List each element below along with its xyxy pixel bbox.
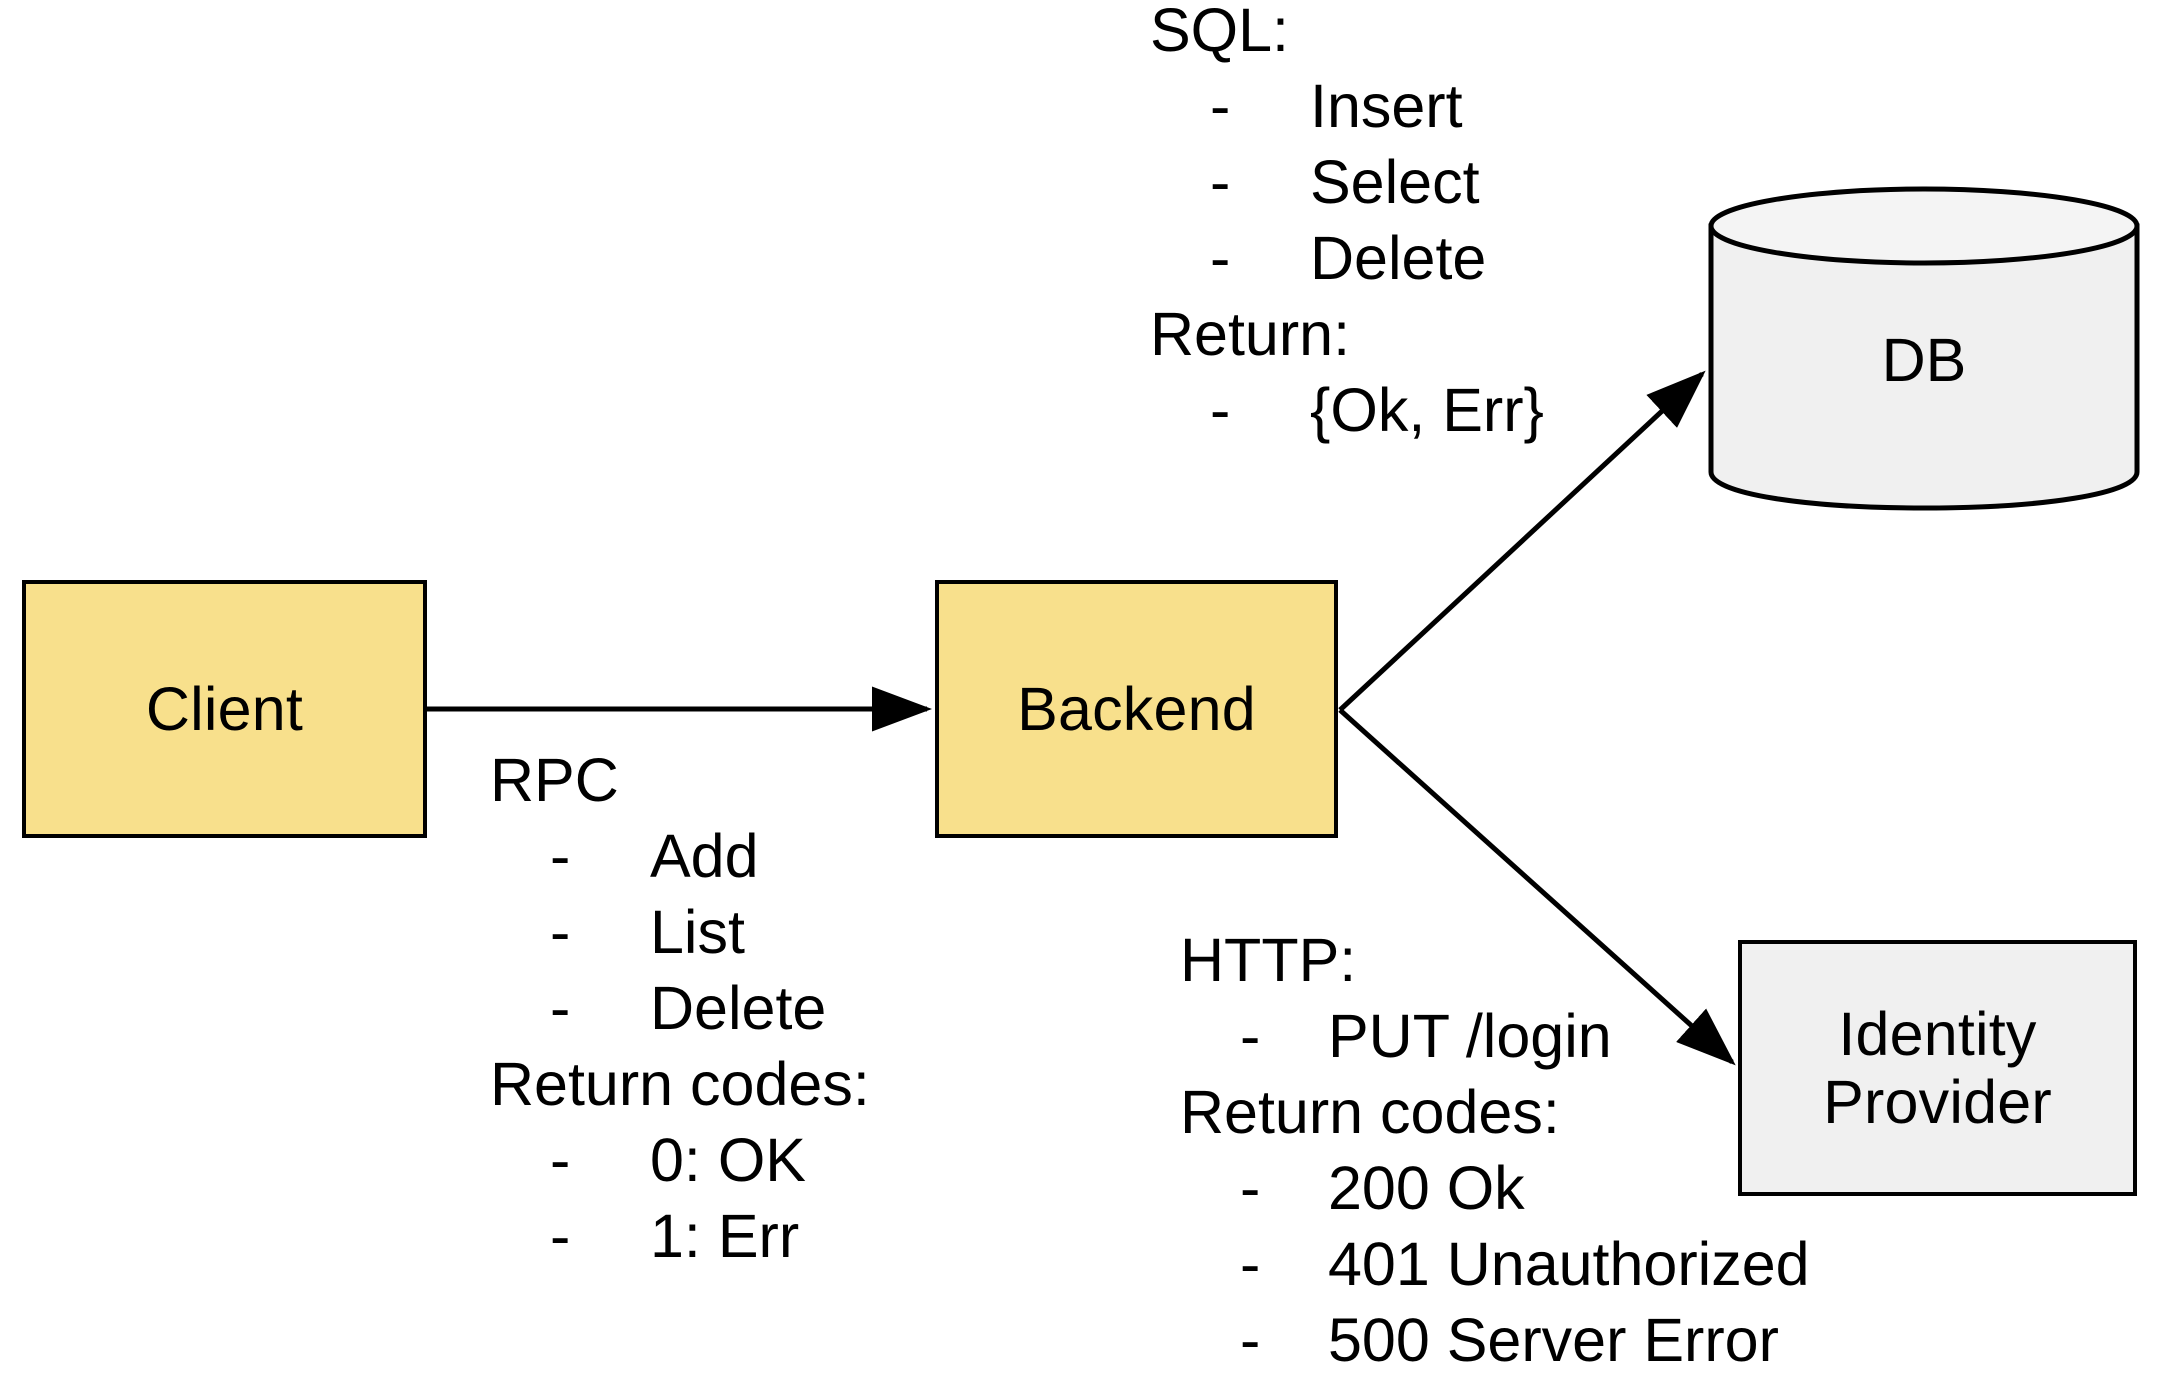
sql-item-delete-text: Delete: [1310, 224, 1487, 292]
rpc-item-add-text: Add: [650, 822, 759, 890]
node-db-label: DB: [1881, 326, 1967, 394]
annotation-http: HTTP: -PUT /login Return codes: -200 Ok …: [1180, 922, 1810, 1378]
bullet-dash-icon: -: [1240, 1230, 1261, 1298]
http-subheader: Return codes:: [1180, 1078, 1560, 1146]
sql-item-select: - Select: [1150, 144, 1544, 220]
node-db[interactable]: DB: [1708, 186, 2140, 512]
rpc-header: RPC: [490, 746, 619, 814]
bullet-dash-icon: -: [1210, 148, 1231, 216]
rpc-item-delete: - Delete: [490, 970, 870, 1046]
node-identity-provider-label: Identity Provider: [1823, 1000, 2052, 1137]
node-identity-provider[interactable]: Identity Provider: [1738, 940, 2137, 1196]
http-return-code-200: -200 Ok: [1180, 1150, 1810, 1226]
node-backend[interactable]: Backend: [935, 580, 1338, 838]
http-return-code-200-text: 200 Ok: [1328, 1154, 1525, 1222]
sql-header: SQL:: [1150, 0, 1290, 64]
bullet-dash-icon: -: [1240, 1306, 1261, 1374]
http-return-code-401: -401 Unauthorized: [1180, 1226, 1810, 1302]
bullet-dash-icon: -: [1210, 224, 1231, 292]
http-item-put-login-text: PUT /login: [1328, 1002, 1612, 1070]
rpc-return-code-err: - 1: Err: [490, 1198, 870, 1274]
rpc-return-code-ok-text: 0: OK: [650, 1126, 806, 1194]
rpc-return-code-ok: - 0: OK: [490, 1122, 870, 1198]
http-header: HTTP:: [1180, 926, 1357, 994]
database-cylinder-icon: [1708, 186, 2140, 511]
rpc-item-delete-text: Delete: [650, 974, 827, 1042]
http-item-put-login: -PUT /login: [1180, 998, 1810, 1074]
rpc-item-list-text: List: [650, 898, 745, 966]
bullet-dash-icon: -: [550, 1126, 571, 1194]
annotation-sql: SQL: - Insert - Select - Delete Return: - {O…: [1150, 0, 1544, 448]
bullet-dash-icon: -: [1240, 1154, 1261, 1222]
rpc-return-code-err-text: 1: Err: [650, 1202, 800, 1270]
sql-subheader: Return:: [1150, 300, 1351, 368]
bullet-dash-icon: -: [550, 822, 571, 890]
sql-return-value: - {Ok, Err}: [1150, 372, 1544, 448]
bullet-dash-icon: -: [550, 1202, 571, 1270]
annotation-rpc: RPC - Add - List - Delete Return codes: - 0:…: [490, 742, 870, 1274]
sql-return-value-text: {Ok, Err}: [1310, 376, 1544, 444]
node-client[interactable]: Client: [22, 580, 427, 838]
node-client-label: Client: [145, 674, 304, 743]
bullet-dash-icon: -: [1210, 376, 1231, 444]
rpc-item-add: - Add: [490, 818, 870, 894]
sql-item-insert: - Insert: [1150, 68, 1544, 144]
http-return-code-500: -500 Server Error: [1180, 1302, 1810, 1378]
sql-item-select-text: Select: [1310, 148, 1480, 216]
http-return-code-401-text: 401 Unauthorized: [1328, 1230, 1810, 1298]
node-backend-label: Backend: [1017, 674, 1256, 743]
rpc-item-list: - List: [490, 894, 870, 970]
bullet-dash-icon: -: [550, 898, 571, 966]
sql-item-delete: - Delete: [1150, 220, 1544, 296]
idp-label-line-1: Identity: [1838, 999, 2037, 1068]
bullet-dash-icon: -: [1240, 1002, 1261, 1070]
sql-item-insert-text: Insert: [1310, 72, 1463, 140]
rpc-subheader: Return codes:: [490, 1050, 870, 1118]
http-return-code-500-text: 500 Server Error: [1328, 1306, 1779, 1374]
bullet-dash-icon: -: [1210, 72, 1231, 140]
bullet-dash-icon: -: [550, 974, 571, 1042]
idp-label-line-2: Provider: [1823, 1068, 2052, 1136]
